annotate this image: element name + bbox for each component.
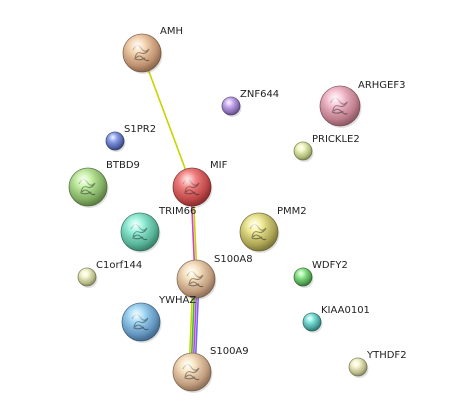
node-gloss — [303, 313, 321, 331]
edge-amh-mif[interactable] — [141, 52, 193, 188]
node-prickle2[interactable]: PRICKLE2 — [293, 134, 360, 162]
node-label: C1orf144 — [96, 260, 142, 271]
node-s100a8[interactable]: S100A8 — [176, 254, 253, 300]
node-s1pr2[interactable]: S1PR2 — [105, 124, 156, 152]
node-gloss — [294, 268, 312, 286]
node-trim66[interactable]: TRIM66 — [120, 206, 196, 253]
node-gloss — [121, 213, 159, 251]
node-gloss — [349, 358, 367, 376]
node-label: S100A9 — [210, 346, 249, 357]
node-label: ZNF644 — [240, 89, 279, 100]
node-label: BTBD9 — [106, 160, 140, 171]
node-pmm2[interactable]: PMM2 — [239, 206, 307, 253]
node-label: ARHGEF3 — [358, 80, 406, 91]
node-gloss — [173, 168, 211, 206]
node-label: KIAA0101 — [321, 305, 370, 316]
node-znf644[interactable]: ZNF644 — [221, 89, 279, 117]
node-wdfy2[interactable]: WDFY2 — [293, 260, 348, 288]
node-label: PRICKLE2 — [312, 134, 360, 145]
node-ythdf2[interactable]: YTHDF2 — [348, 350, 407, 378]
node-btbd9[interactable]: BTBD9 — [68, 160, 140, 208]
node-gloss — [78, 268, 96, 286]
node-s100a9[interactable]: S100A9 — [172, 346, 249, 393]
node-label: AMH — [160, 26, 183, 37]
node-amh[interactable]: AMH — [122, 26, 183, 74]
node-label: S1PR2 — [124, 124, 156, 135]
node-gloss — [69, 168, 107, 206]
node-arhgef3[interactable]: ARHGEF3 — [319, 80, 406, 128]
node-c1orf144[interactable]: C1orf144 — [77, 260, 142, 288]
node-gloss — [173, 353, 211, 391]
node-gloss — [240, 213, 278, 251]
node-gloss — [294, 142, 312, 160]
node-label: MIF — [210, 160, 228, 171]
node-gloss — [122, 303, 160, 341]
node-gloss — [222, 97, 240, 115]
node-kiaa0101[interactable]: KIAA0101 — [302, 305, 370, 333]
node-label: YTHDF2 — [366, 350, 407, 361]
node-gloss — [106, 132, 124, 150]
node-label: S100A8 — [214, 254, 253, 265]
node-gloss — [123, 34, 161, 72]
node-gloss — [320, 86, 360, 126]
node-gloss — [177, 260, 215, 298]
node-label: WDFY2 — [312, 260, 348, 271]
node-label: TRIM66 — [158, 206, 196, 217]
edge-evidence-line — [141, 52, 193, 188]
node-label: YWHAZ — [158, 295, 196, 306]
node-mif[interactable]: MIF — [172, 160, 228, 208]
node-ywhaz[interactable]: YWHAZ — [121, 295, 196, 343]
node-label: PMM2 — [277, 206, 307, 217]
